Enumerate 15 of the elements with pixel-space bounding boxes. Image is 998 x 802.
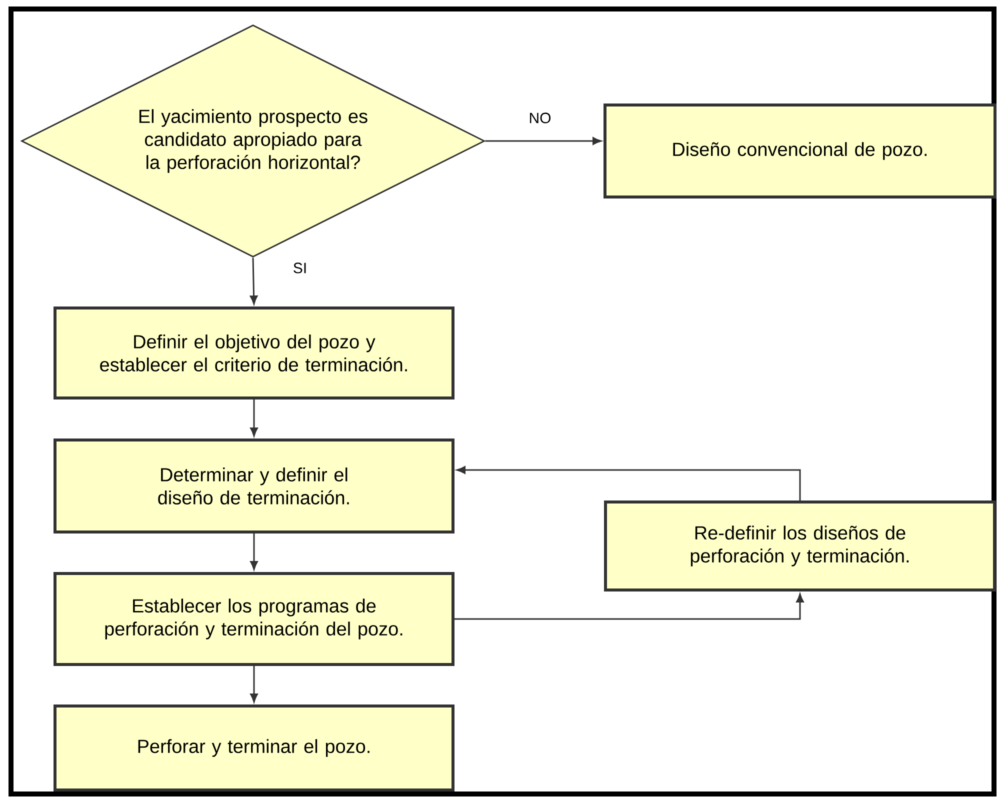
arrow [485, 137, 602, 145]
process-box: Perforar y terminar el pozo. [54, 704, 454, 792]
arrow [250, 258, 258, 304]
arrow [250, 666, 258, 702]
edge-label: SI [292, 262, 308, 274]
process-box: Determinar y definir el diseño de terminación. [54, 438, 454, 534]
process-box: Diseño convencional de pozo. [604, 104, 996, 198]
arrow [456, 466, 801, 500]
process-box: Re-definir los diseños de perforación y terminación. [604, 500, 996, 592]
arrow [454, 594, 804, 620]
arrow [250, 400, 258, 436]
edge-label: NO [528, 112, 552, 124]
process-box: Definir el objetivo del pozo y establecer el criterio de terminación. [54, 306, 454, 400]
arrow [250, 534, 258, 570]
process-box: Establecer los programas de perforación y terminación del pozo. [54, 572, 454, 666]
